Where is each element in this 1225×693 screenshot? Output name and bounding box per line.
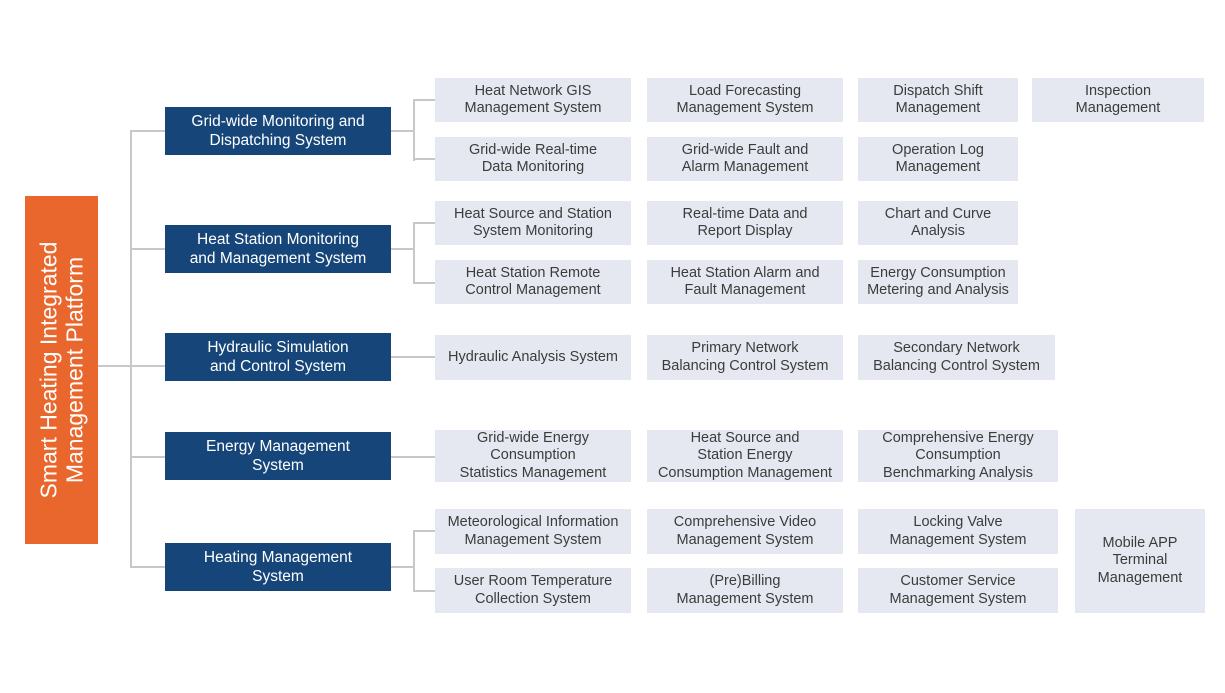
leaf-node: Inspection Management bbox=[1032, 78, 1204, 122]
connector-line bbox=[391, 456, 435, 458]
leaf-node: Primary Network Balancing Control System bbox=[647, 335, 843, 380]
leaf-node: Meteorological Information Management Sy… bbox=[435, 509, 631, 554]
group-node-hydraulic-simulation: Hydraulic Simulation and Control System bbox=[165, 333, 391, 381]
connector-line bbox=[413, 99, 435, 101]
connector-line bbox=[391, 356, 435, 358]
group-node-label: Heating Management System bbox=[203, 548, 353, 585]
connector-line bbox=[391, 248, 415, 250]
leaf-node: Energy Consumption Metering and Analysis bbox=[858, 260, 1018, 304]
leaf-node: Hydraulic Analysis System bbox=[435, 335, 631, 380]
connector-line bbox=[413, 590, 435, 592]
leaf-node: Locking Valve Management System bbox=[858, 509, 1058, 554]
connector-line bbox=[130, 130, 165, 132]
group-node-energy-management: Energy Management System bbox=[165, 432, 391, 480]
connector-line bbox=[130, 248, 165, 250]
leaf-node: Grid-wide Fault and Alarm Management bbox=[647, 137, 843, 181]
leaf-node: Heat Source and Station Energy Consumpti… bbox=[647, 430, 843, 482]
leaf-node: Operation Log Management bbox=[858, 137, 1018, 181]
leaf-node: Dispatch Shift Management bbox=[858, 78, 1018, 122]
connector-line bbox=[130, 566, 165, 568]
leaf-node: Mobile APP Terminal Management bbox=[1075, 509, 1205, 613]
leaf-node: (Pre)Billing Management System bbox=[647, 568, 843, 613]
leaf-node: Chart and Curve Analysis bbox=[858, 201, 1018, 245]
leaf-node: Heat Network GIS Management System bbox=[435, 78, 631, 122]
connector-line bbox=[130, 130, 132, 568]
connector-line bbox=[413, 222, 415, 284]
connector-line bbox=[130, 456, 165, 458]
leaf-node: Real-time Data and Report Display bbox=[647, 201, 843, 245]
leaf-node: Grid-wide Energy Consumption Statistics … bbox=[435, 430, 631, 482]
connector-line bbox=[413, 158, 435, 160]
connector-line bbox=[413, 222, 435, 224]
leaf-node: Heat Source and Station System Monitorin… bbox=[435, 201, 631, 245]
leaf-node: Secondary Network Balancing Control Syst… bbox=[858, 335, 1055, 380]
group-node-label: Grid-wide Monitoring and Dispatching Sys… bbox=[191, 112, 365, 149]
leaf-node: Customer Service Management System bbox=[858, 568, 1058, 613]
leaf-node: Heat Station Alarm and Fault Management bbox=[647, 260, 843, 304]
leaf-node: Grid-wide Real-time Data Monitoring bbox=[435, 137, 631, 181]
group-node-heating-management: Heating Management System bbox=[165, 543, 391, 591]
leaf-node: User Room Temperature Collection System bbox=[435, 568, 631, 613]
leaf-node: Heat Station Remote Control Management bbox=[435, 260, 631, 304]
leaf-node: Load Forecasting Management System bbox=[647, 78, 843, 122]
group-node-label: Energy Management System bbox=[206, 437, 350, 474]
leaf-node: Comprehensive Energy Consumption Benchma… bbox=[858, 430, 1058, 482]
connector-line bbox=[413, 99, 415, 161]
group-node-heat-station-monitoring: Heat Station Monitoring and Management S… bbox=[165, 225, 391, 273]
root-node-smart-heating-platform: Smart Heating Integrated Management Plat… bbox=[25, 196, 98, 544]
connector-line bbox=[413, 282, 435, 284]
leaf-node: Comprehensive Video Management System bbox=[647, 509, 843, 554]
connector-line bbox=[391, 130, 415, 132]
group-node-label: Hydraulic Simulation and Control System bbox=[207, 338, 349, 375]
group-node-grid-wide-monitoring: Grid-wide Monitoring and Dispatching Sys… bbox=[165, 107, 391, 155]
connector-line bbox=[413, 530, 415, 592]
group-node-label: Heat Station Monitoring and Management S… bbox=[189, 230, 367, 267]
root-node-label: Smart Heating Integrated Management Plat… bbox=[35, 241, 88, 499]
connector-line bbox=[413, 530, 435, 532]
connector-line bbox=[391, 566, 415, 568]
